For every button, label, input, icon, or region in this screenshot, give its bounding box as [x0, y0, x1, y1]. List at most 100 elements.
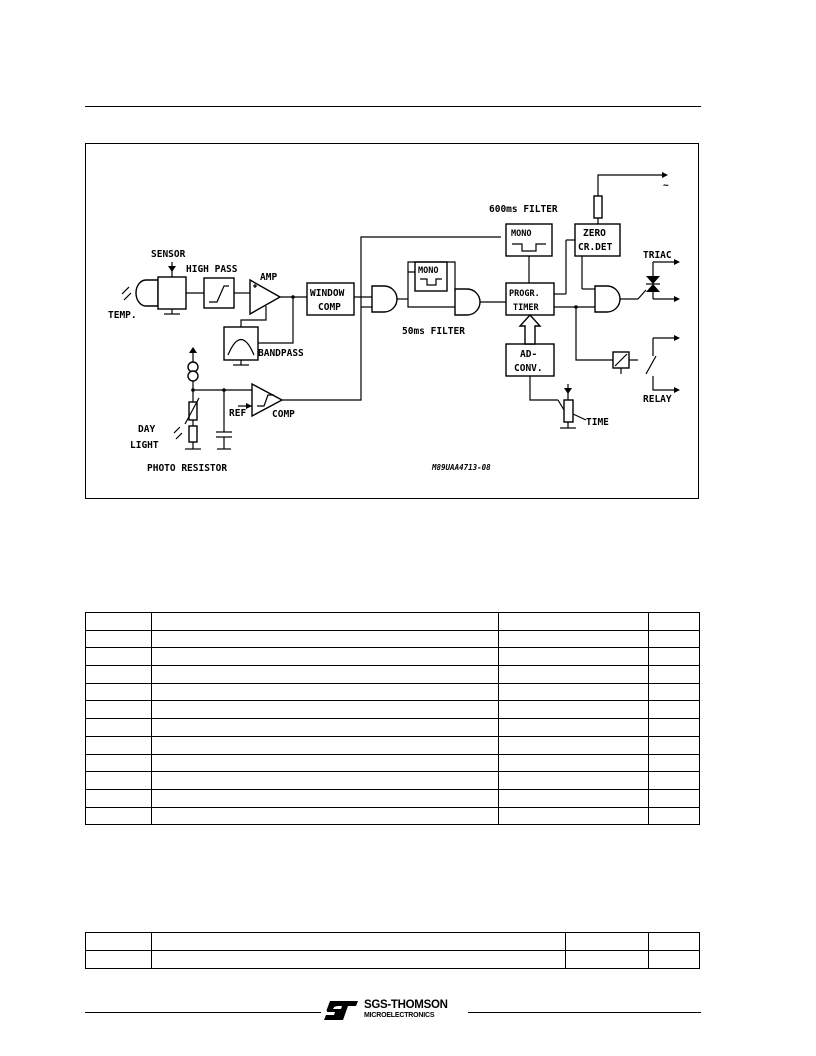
table-cell — [150, 700, 500, 720]
variable-resistor-icon — [184, 397, 200, 426]
table-cell — [498, 700, 650, 720]
table-row — [85, 629, 700, 649]
table-row — [85, 771, 700, 790]
table-cell — [85, 682, 152, 702]
table-cell — [648, 753, 700, 773]
table-cell — [648, 806, 700, 826]
table-cell — [150, 665, 500, 684]
label-high-pass: HIGH PASS — [186, 264, 238, 275]
block-diagram: SENSOR HIGH PASS AMP TEMP. WINDOW COMP B… — [85, 143, 699, 499]
table-cell — [498, 788, 650, 808]
table-cell — [498, 718, 650, 737]
table-row — [85, 735, 700, 755]
table-row — [85, 700, 700, 720]
mono-block-top — [505, 223, 553, 257]
label-ad: AD- — [520, 349, 537, 360]
st-logo-icon — [324, 1001, 358, 1020]
table-cell — [498, 806, 650, 826]
table-cell — [85, 753, 152, 773]
table-cell — [85, 612, 152, 631]
table-row — [85, 788, 700, 808]
label-comp: COMP — [272, 409, 295, 420]
brand-sub: MICROELECTRONICS — [364, 1012, 435, 1019]
progr-timer-block — [505, 282, 555, 316]
table-cell — [150, 735, 500, 755]
table-row — [85, 665, 700, 684]
label-day: DAY — [138, 424, 155, 435]
label-timer: TIMER — [513, 303, 539, 313]
ad-conv-block — [505, 343, 555, 377]
table-cell — [85, 647, 152, 667]
label-mono-mid: MONO — [418, 266, 438, 276]
table-cell — [498, 629, 650, 649]
table-cell — [648, 788, 700, 808]
table-cell — [150, 647, 500, 667]
relay-coil-icon — [612, 351, 638, 374]
label-progr: PROGR. — [509, 289, 540, 299]
table-cell — [648, 682, 700, 702]
table-cell — [565, 932, 650, 951]
table-cell — [85, 665, 152, 684]
label-drawing-code: M89UAA4713-08 — [431, 463, 491, 472]
table-cell — [648, 932, 700, 951]
table-row — [85, 806, 700, 826]
top-rule — [85, 106, 701, 107]
table-cell — [498, 647, 650, 667]
photo-resistor-icon — [173, 425, 201, 450]
label-amp: AMP — [260, 272, 277, 283]
table-cell — [565, 950, 650, 969]
brand-name: SGS-THOMSON — [364, 999, 448, 1011]
and-gate-2 — [454, 288, 481, 316]
label-comp-block: COMP — [318, 302, 341, 313]
table-cell — [498, 771, 650, 790]
table-cell — [648, 735, 700, 755]
current-source-icon — [187, 347, 199, 402]
table-cell — [150, 932, 567, 951]
label-conv: CONV. — [514, 363, 543, 374]
and-gate-3 — [594, 285, 621, 313]
table-row — [85, 682, 700, 702]
table-cell — [85, 932, 152, 951]
bandpass-block — [223, 326, 259, 366]
input-arrow-up — [518, 313, 542, 345]
table-cell — [498, 753, 650, 773]
table-cell — [150, 718, 500, 737]
comp-triangle — [251, 382, 284, 418]
amp-triangle — [249, 278, 282, 316]
table-row — [85, 950, 700, 969]
and-gate-1 — [371, 285, 398, 313]
temp-arrows-icon — [121, 286, 132, 301]
label-50ms-filter: 50ms FILTER — [402, 326, 465, 337]
label-sensor: SENSOR — [151, 249, 186, 260]
table-2 — [85, 932, 700, 969]
footer-rule-left — [85, 1012, 321, 1013]
table-cell — [648, 612, 700, 631]
zero-input-resistor — [593, 172, 668, 224]
table-cell — [85, 700, 152, 720]
table-cell — [85, 806, 152, 826]
table-row — [85, 932, 700, 951]
label-zero: ZERO — [583, 228, 606, 239]
table-cell — [85, 771, 152, 790]
table-cell — [150, 753, 500, 773]
time-potentiometer — [560, 384, 587, 429]
table-cell — [85, 629, 152, 649]
table-cell — [648, 718, 700, 737]
footer-rule-right — [468, 1012, 701, 1013]
label-600ms-filter: 600ms FILTER — [489, 204, 558, 215]
label-cr-det: CR.DET — [578, 242, 613, 253]
table-cell — [648, 700, 700, 720]
capacitor-icon — [216, 390, 232, 450]
table-cell — [498, 612, 650, 631]
table-cell — [498, 682, 650, 702]
table-cell — [498, 735, 650, 755]
table-cell — [150, 788, 500, 808]
table-cell — [648, 771, 700, 790]
table-1 — [85, 612, 700, 826]
high-pass-block — [203, 277, 235, 309]
label-triac: TRIAC — [643, 250, 672, 261]
label-ref: REF — [229, 408, 246, 419]
table-cell — [85, 950, 152, 969]
block-diagram-svg: SENSOR HIGH PASS AMP TEMP. WINDOW COMP B… — [108, 172, 680, 474]
table-cell — [150, 612, 500, 631]
